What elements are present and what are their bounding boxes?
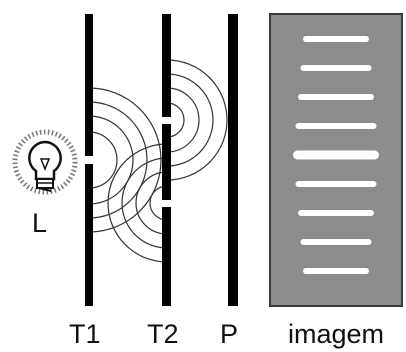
waves-from-t2-lower-slit xyxy=(107,143,168,263)
barrier-t1 xyxy=(85,14,93,306)
fringe-1 xyxy=(303,36,369,42)
lamp-glow xyxy=(12,129,78,195)
label-imagem: imagem xyxy=(288,319,384,349)
barrier-t2 xyxy=(162,14,171,306)
fringe-4 xyxy=(295,123,377,129)
label-l: L xyxy=(32,208,47,238)
fringe-5 xyxy=(293,150,379,160)
label-p: P xyxy=(220,319,238,349)
fringe-7 xyxy=(298,210,374,216)
lamp-icon xyxy=(12,129,78,195)
fringe-2 xyxy=(300,65,372,71)
fringe-8 xyxy=(300,239,372,245)
screen-p xyxy=(228,14,238,306)
lamp-bulb xyxy=(28,140,62,181)
lamp-filament xyxy=(39,158,51,172)
interference-fringes xyxy=(293,36,379,274)
label-t2: T2 xyxy=(147,319,179,349)
fringe-3 xyxy=(298,94,374,100)
label-t1: T1 xyxy=(69,319,101,349)
image-panel xyxy=(269,13,403,307)
waves-from-t1 xyxy=(88,87,162,233)
waves-from-t2-upper-slit xyxy=(166,59,228,181)
fringe-6 xyxy=(295,181,377,187)
fringe-9 xyxy=(303,268,369,274)
